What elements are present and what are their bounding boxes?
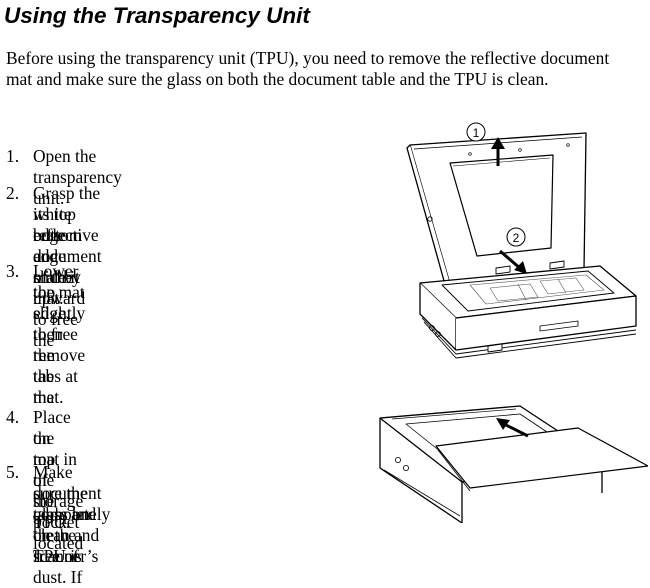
step-line: its top edge and slide it upward to free… (33, 204, 86, 350)
step-line: Lower the mat slightly to free the tabs … (33, 261, 86, 407)
step-number: 5. (6, 462, 20, 482)
step-line: Open the transparency unit. (33, 146, 122, 208)
step-number: 2. (6, 183, 20, 203)
svg-text:1: 1 (473, 126, 480, 140)
step-number: 4. (6, 407, 20, 427)
insert-arrow-icon (496, 418, 529, 438)
mat-storage-illustration (379, 405, 648, 523)
step-line: Grasp the white reflective document mat … (33, 183, 102, 287)
step-line: completely clean and free of dust. If (33, 504, 111, 587)
callout-2: 2 (506, 227, 526, 247)
manual-page: Using the Transparency Unit Before using… (4, 3, 648, 587)
scanner-open-illustration: 1 2 (406, 122, 637, 359)
section-title: Using the Transparency Unit (4, 3, 310, 28)
callout-1: 1 (466, 122, 486, 142)
step-number: 1. (6, 146, 20, 166)
intro-paragraph: Before using the transparency unit (TPU)… (6, 48, 610, 89)
svg-text:2: 2 (513, 231, 520, 245)
up-arrow-icon (491, 137, 505, 166)
step-line: top edge, then remove the mat. (33, 282, 86, 407)
step-number: 3. (6, 261, 20, 281)
step-line: bottom edge of the mat. (33, 225, 83, 308)
down-arrow-icon (499, 249, 527, 274)
